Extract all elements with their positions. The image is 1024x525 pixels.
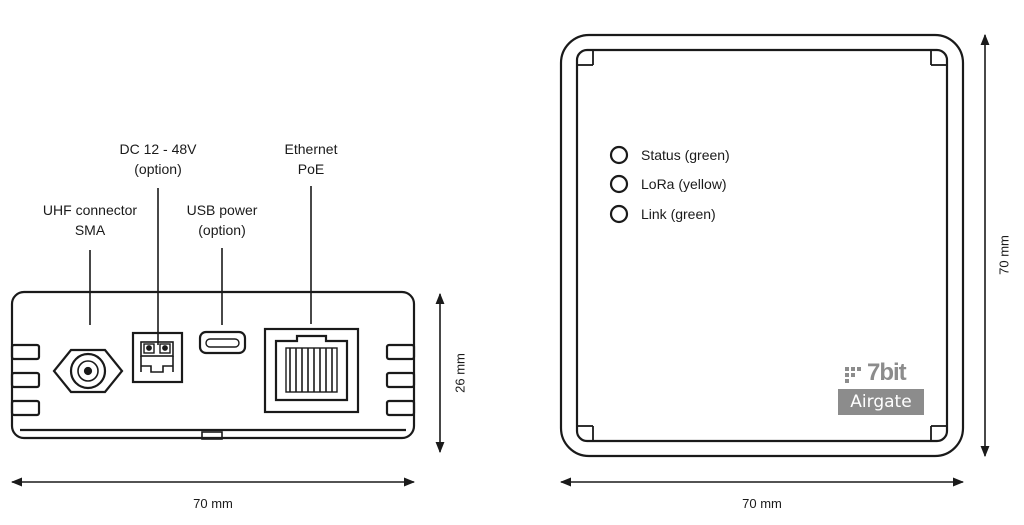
vent-fin-right: [385, 371, 416, 389]
led-link-icon: [609, 204, 629, 224]
front-dimensions: [10, 292, 445, 487]
uhf-label-line2: SMA: [74, 222, 106, 238]
ethernet-port-icon: [263, 327, 360, 414]
front-enclosure: [10, 290, 416, 440]
top-enclosure-inner: [575, 48, 949, 443]
top-view: [559, 33, 965, 458]
led-status-icon: [609, 145, 629, 165]
top-enclosure-outer: [559, 33, 965, 458]
sma-connector-icon: [52, 348, 124, 394]
brand-name: 7bit: [867, 359, 907, 386]
top-dimensions: [559, 33, 990, 487]
dc-label-line2: (option): [134, 161, 182, 177]
led-lora-icon: [609, 174, 629, 194]
brand-logo: 7bit: [840, 359, 924, 387]
front-view: [10, 186, 416, 440]
vent-fin-left: [10, 399, 41, 417]
uhf-connector-label: UHF connector SMA: [43, 200, 137, 240]
led-lora-label: LoRa (yellow): [641, 176, 727, 192]
vent-fin-left: [10, 343, 41, 361]
enclosure-foot: [201, 431, 223, 440]
top-height-dimension: 70 mm: [996, 235, 1012, 275]
uhf-label-line1: UHF connector: [42, 202, 138, 218]
top-width-dimension: 70 mm: [742, 496, 782, 511]
dc-input-label: DC 12 - 48V (option): [119, 139, 196, 179]
vent-fin-right: [385, 343, 416, 361]
dc-label-line1: DC 12 - 48V: [119, 141, 197, 157]
ethernet-label: Ethernet PoE: [285, 139, 338, 179]
product-name-badge: Airgate: [838, 389, 924, 415]
usb-port-inner: [205, 338, 240, 348]
dc-terminal-icon: [131, 331, 184, 384]
vent-fin-right: [385, 399, 416, 417]
vent-fin-left: [10, 371, 41, 389]
front-width-dimension: 70 mm: [193, 496, 233, 511]
usb-port-icon: [198, 330, 247, 355]
led-link-label: Link (green): [641, 206, 716, 222]
front-height-dimension: 26 mm: [452, 353, 468, 393]
led-status-label: Status (green): [641, 147, 730, 163]
usb-label-line2: (option): [198, 222, 246, 238]
brand-dots-icon: [845, 367, 865, 383]
usb-power-label: USB power (option): [187, 200, 258, 240]
ethernet-label-line2: PoE: [297, 161, 325, 177]
usb-label-line1: USB power: [186, 202, 258, 218]
ethernet-label-line1: Ethernet: [284, 141, 338, 157]
